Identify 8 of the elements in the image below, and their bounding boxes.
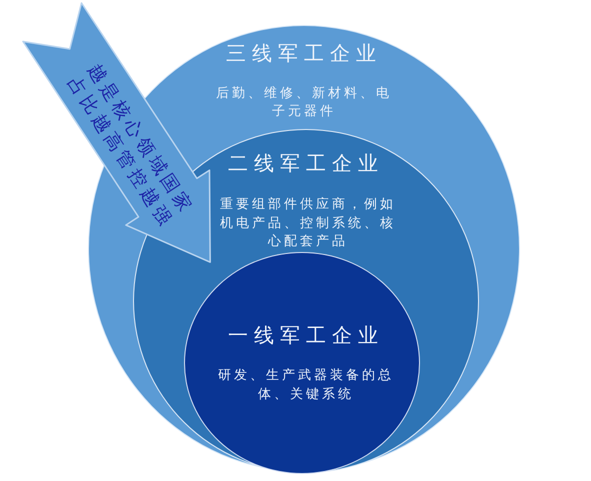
block-arrow xyxy=(22,2,211,263)
tier-description: 后勤、维修、新材料、电子元器件 xyxy=(215,85,393,121)
tier-title: 三线军工企业 xyxy=(225,41,382,65)
tier-title: 一线军工企业 xyxy=(227,323,384,347)
arrow-text: 越是核心领域国家占比越高管控越强 xyxy=(62,60,199,234)
tier-description: 研发、生产武器装备的总体、关键系统 xyxy=(217,367,395,404)
tier-description: 重要组部件供应商，例如机电产品、控制系统、核心配套产品 xyxy=(219,196,397,251)
tier-title: 二线军工企业 xyxy=(227,151,384,175)
